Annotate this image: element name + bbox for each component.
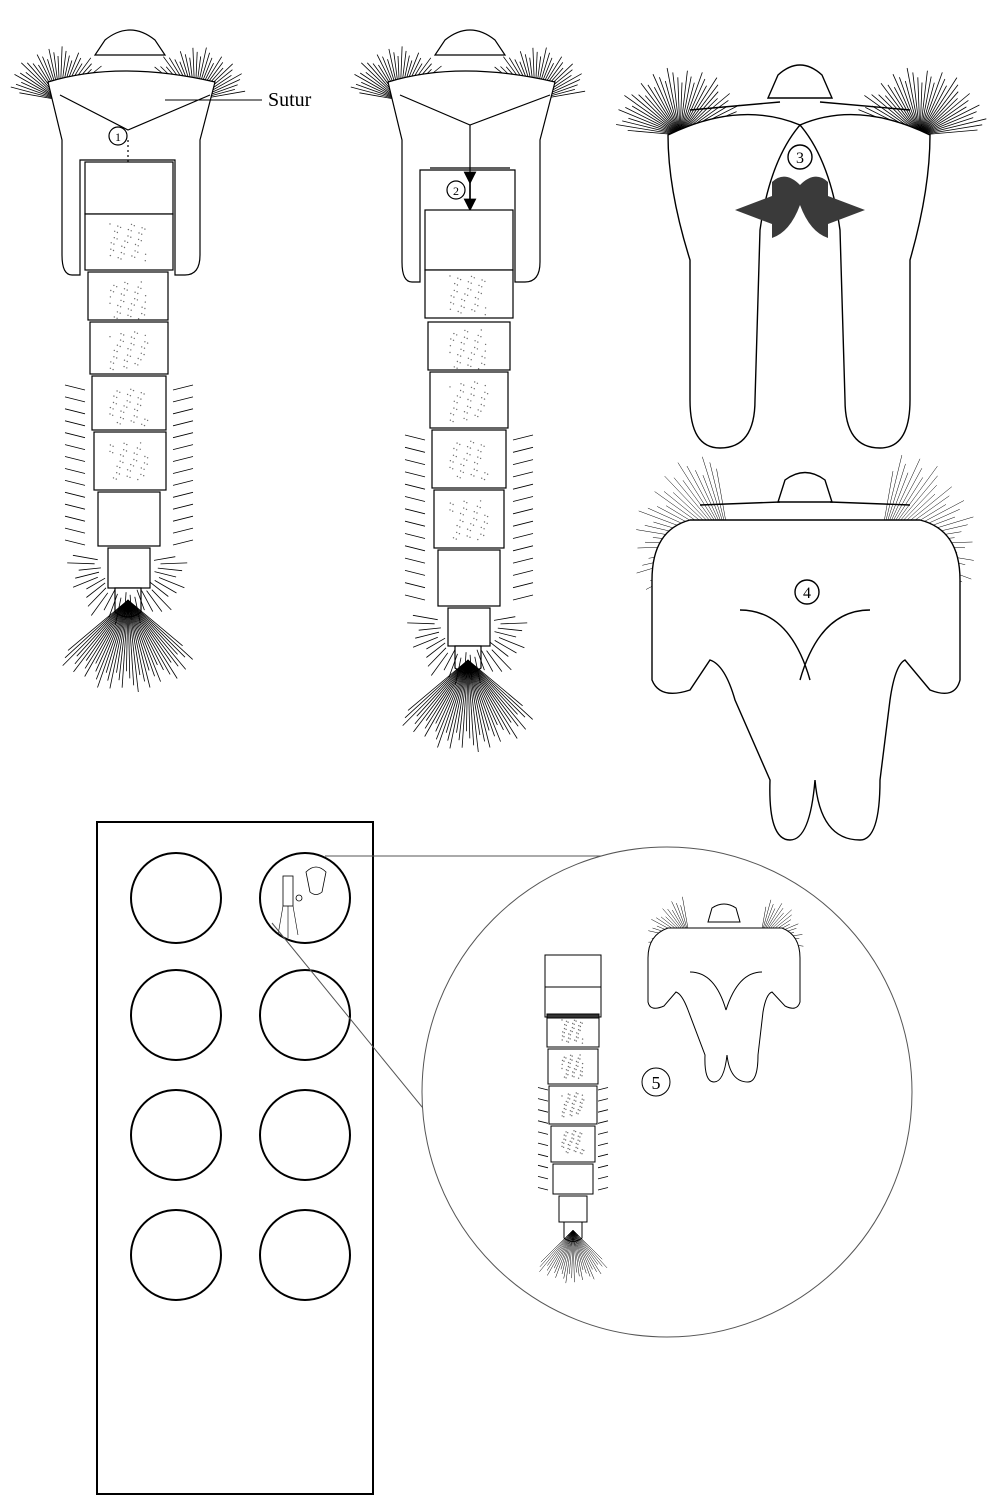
thorax-left-half bbox=[668, 115, 800, 448]
abdomen-segment bbox=[549, 1086, 597, 1124]
thorax-flattened-body bbox=[652, 520, 960, 840]
head-capsule bbox=[95, 30, 165, 55]
head-capsule bbox=[778, 473, 832, 503]
step-marker-1-label: 1 bbox=[115, 130, 121, 144]
abdomen-segment bbox=[434, 490, 504, 548]
thorax-flattened-panel: 4 bbox=[636, 455, 974, 840]
abdomen-segment bbox=[85, 162, 173, 214]
head-capsule bbox=[768, 65, 832, 98]
abdomen-segment bbox=[551, 1126, 595, 1162]
zoom-circle bbox=[422, 847, 912, 1337]
abdomen-segment bbox=[428, 322, 510, 370]
abdomen-segment bbox=[90, 322, 168, 374]
abdomen-segment bbox=[85, 214, 173, 270]
segment-dark-band bbox=[547, 1014, 599, 1018]
step-marker-3-label: 3 bbox=[796, 150, 804, 167]
abdomen-segment bbox=[98, 492, 160, 546]
step-marker-2-label: 2 bbox=[453, 184, 459, 198]
thorax-right-half bbox=[800, 115, 930, 448]
abdomen-segment bbox=[548, 1049, 598, 1084]
abdomen-segment bbox=[430, 372, 508, 428]
abdomen-segment bbox=[547, 1017, 599, 1047]
microscope-slide bbox=[97, 822, 373, 1494]
larva-intact-panel: Sutur 1 bbox=[11, 30, 312, 692]
head-capsule bbox=[435, 30, 505, 55]
abdomen-segment bbox=[92, 376, 166, 430]
abdomen-segment bbox=[553, 1164, 593, 1194]
abdomen-segment bbox=[94, 432, 166, 490]
abdomen-segment bbox=[545, 955, 601, 987]
abdomen-segment bbox=[425, 270, 513, 318]
step-marker-5-label: 5 bbox=[652, 1073, 661, 1093]
abdomen-segment bbox=[425, 210, 513, 270]
larva-separation-panel: 2 bbox=[351, 30, 585, 752]
thorax-split-panel: 3 bbox=[616, 65, 986, 448]
abdomen-segment bbox=[438, 550, 500, 606]
caudal-bristle-fan bbox=[63, 600, 193, 692]
terminal-segment bbox=[108, 548, 150, 588]
abdomen-segment bbox=[545, 987, 601, 1017]
terminal-segment bbox=[559, 1196, 587, 1222]
terminal-segment bbox=[448, 608, 490, 646]
caudal-bristle-fan bbox=[403, 660, 533, 752]
abdomen-segment bbox=[432, 430, 506, 488]
step-marker-4-label: 4 bbox=[803, 585, 811, 602]
suture-label: Sutur bbox=[268, 89, 312, 111]
abdomen-segment bbox=[88, 272, 168, 320]
